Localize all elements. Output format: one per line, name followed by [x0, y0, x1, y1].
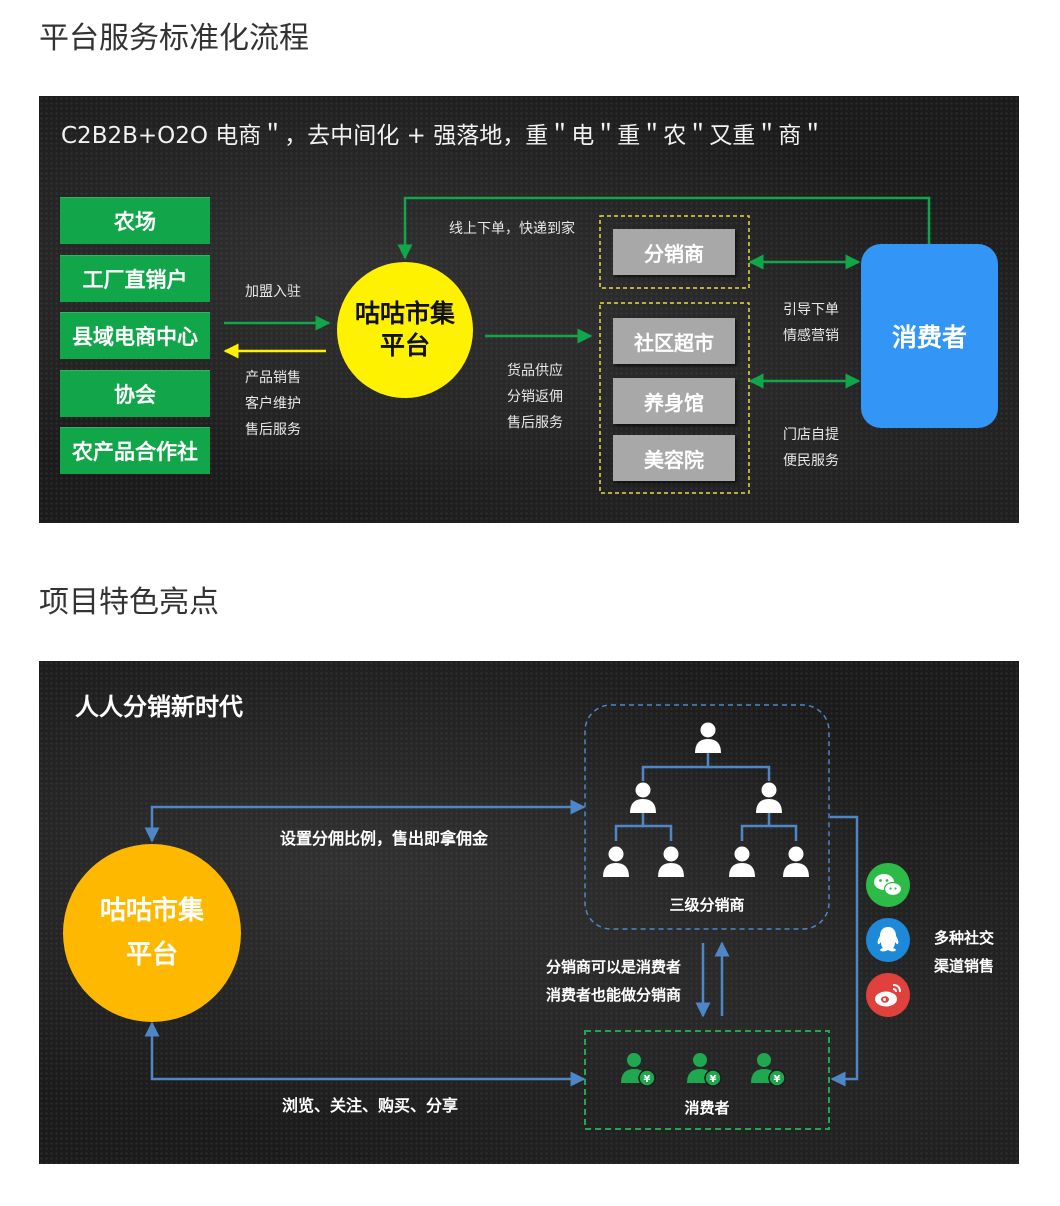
- supplier-farm: 农场: [60, 197, 210, 244]
- consumers-label: 消费者: [684, 1099, 730, 1117]
- consumer-coin-icon-a: ¥: [621, 1053, 656, 1087]
- platform-services: 产品销售 客户维护 售后服务: [245, 370, 301, 438]
- upper-labels: 引导下单 情感营销: [783, 302, 839, 344]
- highlights-panel: 人人分销新时代 咕咕市集 平台 设置分佣比例，售出即拿佣金 浏览、关注、购买、分…: [39, 661, 1019, 1164]
- process-headline: C2B2B+O2O 电商＂，去中间化 + 强落地，重＂电＂重＂农＂又重＂商＂: [61, 123, 825, 149]
- tree-label: 三级分销商: [669, 896, 745, 914]
- platform-name-2: 咕咕市集: [99, 896, 204, 926]
- platform-suffix: 平台: [379, 331, 430, 360]
- top-arrow-label: 设置分佣比例，售出即拿佣金: [280, 829, 489, 848]
- store-beauty: 美容院: [613, 435, 735, 481]
- process-connectors: [223, 196, 931, 494]
- join-label: 加盟入驻: [245, 284, 301, 300]
- person-icon-level3-c: [729, 846, 755, 877]
- qq-icon: [866, 918, 910, 962]
- supply-services: 货品供应 分销返佣 售后服务: [507, 363, 563, 431]
- bottom-arrow-label: 浏览、关注、购买、分享: [282, 1096, 459, 1115]
- platform-name: 咕咕市集: [354, 299, 455, 328]
- social-label: 多种社交 渠道销售: [934, 929, 995, 975]
- supplier-factory: 工厂直销户: [60, 255, 210, 302]
- highlights-connectors: [144, 704, 859, 1130]
- store-wellness: 养身馆: [613, 378, 735, 424]
- consumer-box: 消费者: [861, 244, 998, 428]
- consumer-coin-icon-b: ¥: [687, 1053, 722, 1087]
- section-title-process: 平台服务标准化流程: [39, 21, 309, 56]
- consumer-coin-icon-c: ¥: [751, 1053, 786, 1087]
- person-icon-level2-b: [756, 782, 782, 813]
- stores-frame: [599, 302, 750, 494]
- section-title-highlights: 项目特色亮点: [39, 585, 219, 620]
- person-icon-level3-a: [603, 846, 629, 877]
- person-icon-level2-a: [630, 782, 656, 813]
- highlights-headline: 人人分销新时代: [75, 693, 243, 721]
- order-arrow: [397, 196, 931, 260]
- weibo-icon: [866, 973, 910, 1017]
- platform-circle: 咕咕市集 平台: [337, 262, 473, 398]
- person-icon-level3-d: [783, 846, 809, 877]
- social-arrow: [830, 815, 859, 1087]
- bottom-arrow: [144, 1021, 586, 1087]
- svg-text:¥: ¥: [644, 1074, 651, 1085]
- supplier-association: 协会: [60, 370, 210, 417]
- process-panel: C2B2B+O2O 电商＂，去中间化 + 强落地，重＂电＂重＂农＂又重＂商＂ 农…: [39, 96, 1019, 523]
- supplier-cooperative: 农产品合作社: [60, 427, 210, 474]
- tree-lines: [614, 753, 798, 841]
- lower-labels: 门店自提 便民服务: [783, 427, 839, 469]
- person-icon-level1: [695, 722, 721, 753]
- person-icon-level3-b: [658, 846, 684, 877]
- distributor-frame: [599, 215, 750, 289]
- svg-text:¥: ¥: [710, 1074, 717, 1085]
- distributor-box: 分销商: [613, 229, 735, 275]
- tree-frame: [584, 704, 830, 930]
- order-label: 线上下单，快递到家: [449, 221, 575, 237]
- platform-circle-2: 咕咕市集 平台: [63, 844, 241, 1022]
- platform-suffix-2: 平台: [125, 940, 178, 970]
- middle-labels: 分销商可以是消费者 消费者也能做分销商: [546, 958, 682, 1004]
- svg-text:¥: ¥: [774, 1074, 781, 1085]
- supplier-county-center: 县域电商中心: [60, 312, 210, 359]
- store-community: 社区超市: [613, 318, 735, 364]
- wechat-icon: [866, 863, 910, 907]
- top-arrow: [144, 799, 586, 843]
